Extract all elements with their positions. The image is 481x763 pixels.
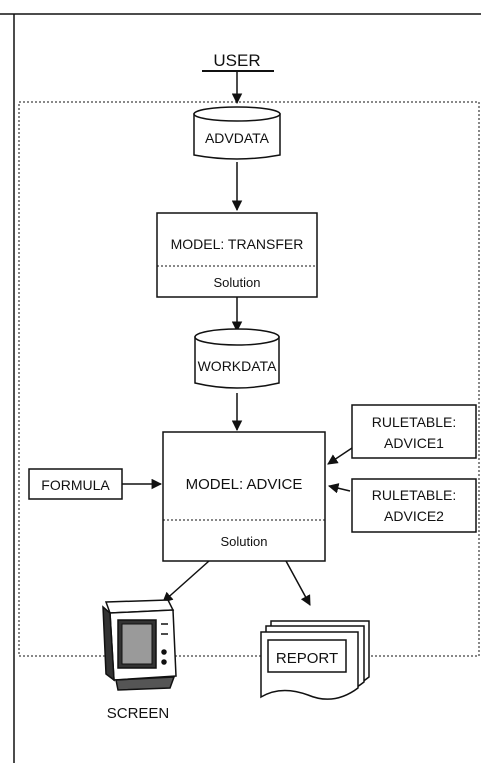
report-label: REPORT bbox=[276, 650, 338, 667]
arrow-advice-to-screen bbox=[162, 560, 210, 603]
arrow-ruletable2-to-advice bbox=[327, 483, 351, 494]
model-transfer-title: MODEL: TRANSFER bbox=[171, 236, 304, 252]
model-advice-solution: Solution bbox=[221, 534, 268, 549]
model-transfer-box: MODEL: TRANSFER Solution bbox=[156, 212, 318, 298]
ruletable2-line1: RULETABLE: bbox=[372, 487, 457, 503]
model-advice-title: MODEL: ADVICE bbox=[186, 476, 303, 493]
ruletable1-line2: ADVICE1 bbox=[384, 435, 444, 451]
arrow-advice-to-report bbox=[285, 560, 311, 606]
screen-label: SCREEN bbox=[107, 705, 170, 722]
advdata-label: ADVDATA bbox=[205, 130, 270, 146]
model-advice-box: MODEL: ADVICE Solution bbox=[162, 431, 326, 562]
ruletable-advice1-box: RULETABLE: ADVICE1 bbox=[351, 404, 477, 459]
user-label: USER bbox=[213, 51, 260, 70]
model-transfer-solution: Solution bbox=[214, 275, 261, 290]
workdata-store: WORKDATA bbox=[194, 328, 280, 389]
formula-box: FORMULA bbox=[28, 468, 123, 500]
system-boundary bbox=[18, 101, 480, 657]
formula-label: FORMULA bbox=[41, 477, 110, 493]
ruletable1-line1: RULETABLE: bbox=[372, 414, 457, 430]
advdata-store: ADVDATA bbox=[193, 106, 281, 160]
arrow-ruletable1-to-advice bbox=[327, 447, 353, 465]
workdata-label: WORKDATA bbox=[198, 358, 277, 374]
report-label-frame bbox=[267, 639, 347, 673]
ruletable-advice2-box: RULETABLE: ADVICE2 bbox=[351, 478, 477, 533]
page-frame bbox=[0, 13, 481, 763]
monitor-icon bbox=[102, 599, 177, 691]
ruletable2-line2: ADVICE2 bbox=[384, 508, 444, 524]
